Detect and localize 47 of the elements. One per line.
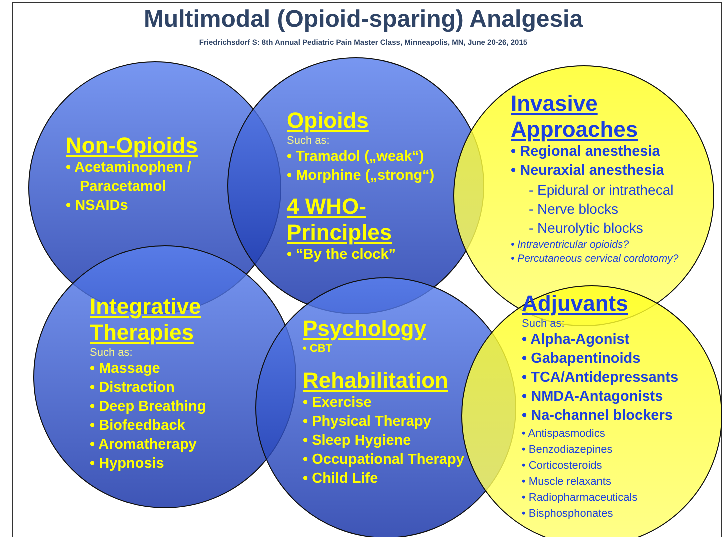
circle-heading: Psychology	[303, 316, 428, 342]
bullet-item: • Percutaneous cervical cordotomy?	[511, 252, 680, 266]
bullet-item: • Occupational Therapy	[303, 451, 466, 470]
sub-item: - Neurolytic blocks	[529, 219, 644, 238]
bullet-item: • Alpha-Agonist	[522, 331, 631, 350]
circle-heading: Adjuvants	[522, 291, 630, 317]
circle-heading: 4 WHO-Principles	[287, 194, 394, 246]
bullet-item: • Corticosteroids	[522, 459, 604, 474]
circle-heading: Integrative Therapies	[90, 294, 202, 346]
bullet-item: • Benzodiazepines	[522, 443, 614, 458]
circle-heading: Rehabilitation	[303, 368, 450, 394]
circle-heading: Opioids	[287, 108, 370, 134]
circle-heading: Non-Opioids	[66, 133, 199, 159]
bullet-item: • Distraction	[90, 379, 176, 398]
sub-item: - Nerve blocks	[529, 200, 620, 219]
bullet-item: • NSAIDs	[66, 197, 130, 216]
bullet-item: • Aromatherapy	[90, 436, 198, 455]
bullet-item: • Tramadol („weak“)	[287, 148, 426, 167]
bullet-item: • Deep Breathing	[90, 398, 208, 417]
bullet-item: • Acetaminophen / Paracetamol	[66, 159, 192, 197]
bullet-item: • Child Life	[303, 470, 380, 489]
bullet-item: • CBT	[303, 342, 334, 356]
intro-text: Such as:	[90, 346, 134, 360]
bullet-item: • Radiopharmaceuticals	[522, 491, 639, 506]
bullet-item: • Na-channel blockers	[522, 407, 674, 426]
slide-title: Multimodal (Opioid-sparing) Analgesia	[142, 6, 584, 35]
bullet-item: • Massage	[90, 360, 162, 379]
intro-text: Such as:	[522, 317, 566, 331]
bullet-item: • Antispasmodics	[522, 427, 606, 442]
bullet-item: • Hypnosis	[90, 455, 166, 474]
bullet-item: • Neuraxial anesthesia	[511, 162, 666, 181]
bullet-item: • Morphine („strong“)	[287, 167, 436, 186]
bullet-item: • TCA/Antidepressants	[522, 369, 680, 388]
sub-item: - Epidural or intrathecal	[529, 181, 675, 200]
bullet-item: • Gabapentinoids	[522, 350, 642, 369]
bullet-item: • Exercise	[303, 394, 373, 413]
bullet-item: • Intraventricular opioids?	[511, 238, 630, 252]
bullet-item: • Bisphosphonates	[522, 507, 614, 522]
bullet-item: • Muscle relaxants	[522, 475, 612, 490]
bullet-item: • NMDA-Antagonists	[522, 388, 664, 407]
bullet-item: • Biofeedback	[90, 417, 186, 436]
intro-text: Such as:	[287, 134, 331, 148]
bullet-item: • Sleep Hygiene	[303, 432, 412, 451]
bullet-item: • Regional anesthesia	[511, 143, 662, 162]
circle-heading: Invasive Approaches	[511, 91, 640, 143]
bullet-item: • Physical Therapy	[303, 413, 432, 432]
bullet-item: • “By the clock”	[287, 246, 398, 265]
